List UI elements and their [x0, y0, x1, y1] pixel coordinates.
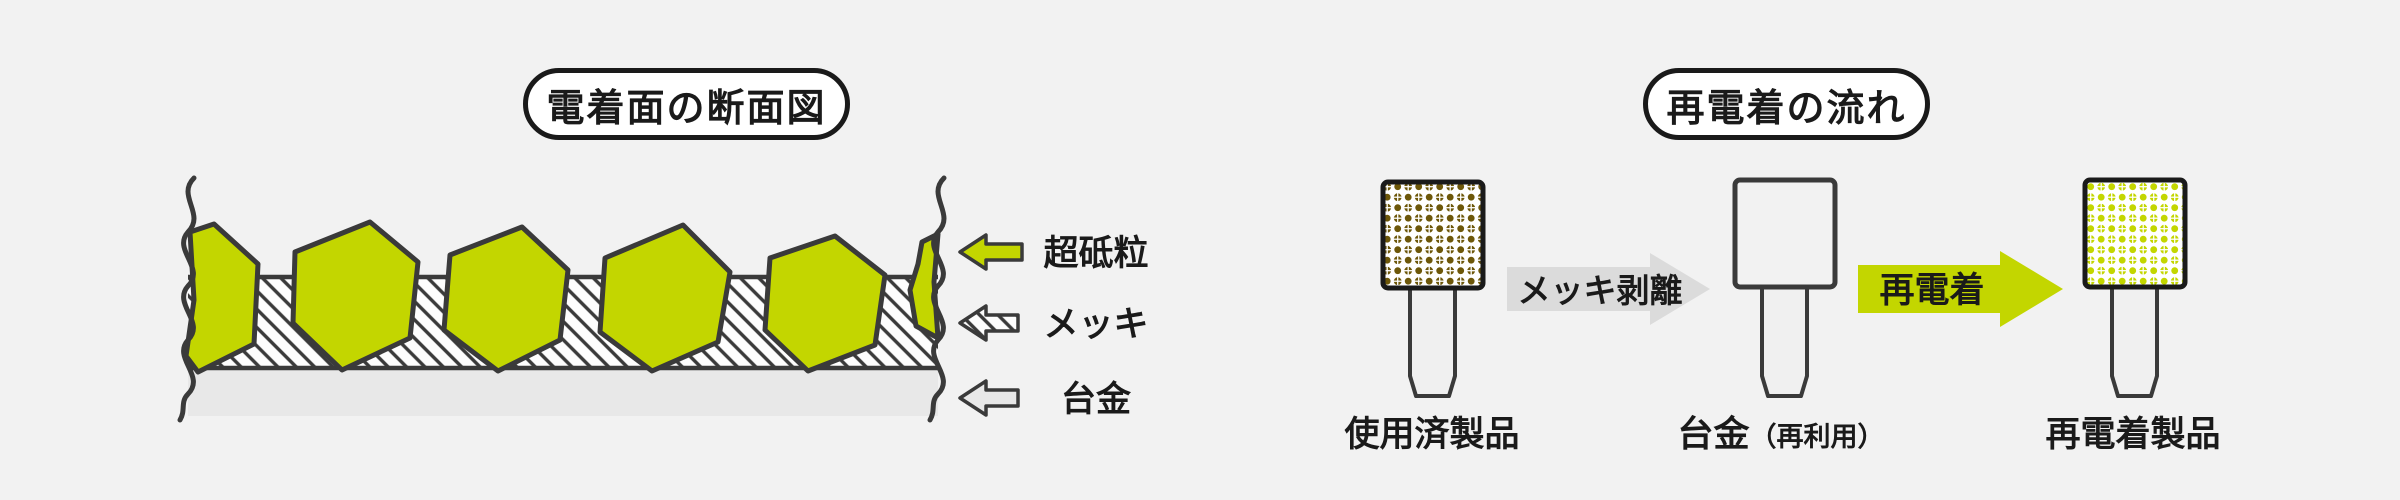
tool-shank	[2110, 285, 2159, 398]
flow-arrow-label: メッキ剥離	[1518, 272, 1683, 309]
abrasive-grains	[183, 219, 941, 375]
step-base-metal: 台金（再利用）	[1677, 177, 1885, 454]
flow-arrow-stripping: メッキ剥離	[1507, 253, 1710, 325]
base-metal-bar	[188, 370, 938, 416]
legend-label-grain: 超砥粒	[1043, 234, 1148, 273]
step-used-product: 使用済製品	[1344, 179, 1520, 454]
abrasive-grain	[762, 233, 888, 374]
legend	[958, 233, 1024, 417]
flow-arrow-label: 再電着	[1879, 271, 1984, 310]
tool-head-new-abrasive	[2082, 177, 2188, 290]
cross-section-diagram: 超砥粒 メッキ 台金	[177, 175, 1149, 423]
legend-grain-arrow-icon	[958, 233, 1024, 271]
break-lines	[177, 175, 947, 423]
flow-arrow-redeposition: 再電着	[1858, 251, 2063, 327]
legend-labels: 超砥粒 メッキ 台金	[1043, 234, 1148, 419]
section-title-text: 電着面の断面図	[546, 87, 827, 130]
flow-diagram: 使用済製品 メッキ剥離 台金（再利用） 再電着 再電着製品	[1344, 177, 2221, 454]
abrasive-grain	[441, 224, 571, 374]
legend-label-base: 台金	[1061, 379, 1132, 419]
section-title-text: 再電着の流れ	[1666, 87, 1907, 130]
step-label: 使用済製品	[1344, 415, 1519, 454]
section-title-cross-section: 電着面の断面図	[523, 68, 850, 140]
section-title-flow: 再電着の流れ	[1643, 68, 1930, 140]
break-wave-left	[177, 175, 197, 423]
tool-shank	[1408, 286, 1457, 398]
right-arrow-icon	[1507, 253, 1710, 325]
abrasive-grain-partial-left	[183, 221, 261, 375]
tool-head-bare	[1732, 177, 1838, 290]
abrasive-grain	[597, 222, 733, 374]
abrasive-grain-partial-right	[907, 231, 941, 341]
break-wave-right	[927, 175, 947, 423]
tool-shank	[1760, 285, 1809, 398]
tool-head-worn-abrasive	[1380, 179, 1486, 291]
step-redeposited-product: 再電着製品	[2045, 177, 2221, 454]
right-arrow-icon	[1858, 251, 2063, 327]
legend-label-plating: メッキ	[1043, 305, 1148, 344]
legend-plating-arrow-icon	[958, 304, 1020, 342]
step-label: 再電着製品	[2045, 415, 2220, 454]
step-label: 台金（再利用）	[1677, 413, 1884, 454]
legend-base-arrow-icon	[958, 379, 1020, 417]
abrasive-grain	[290, 219, 421, 373]
